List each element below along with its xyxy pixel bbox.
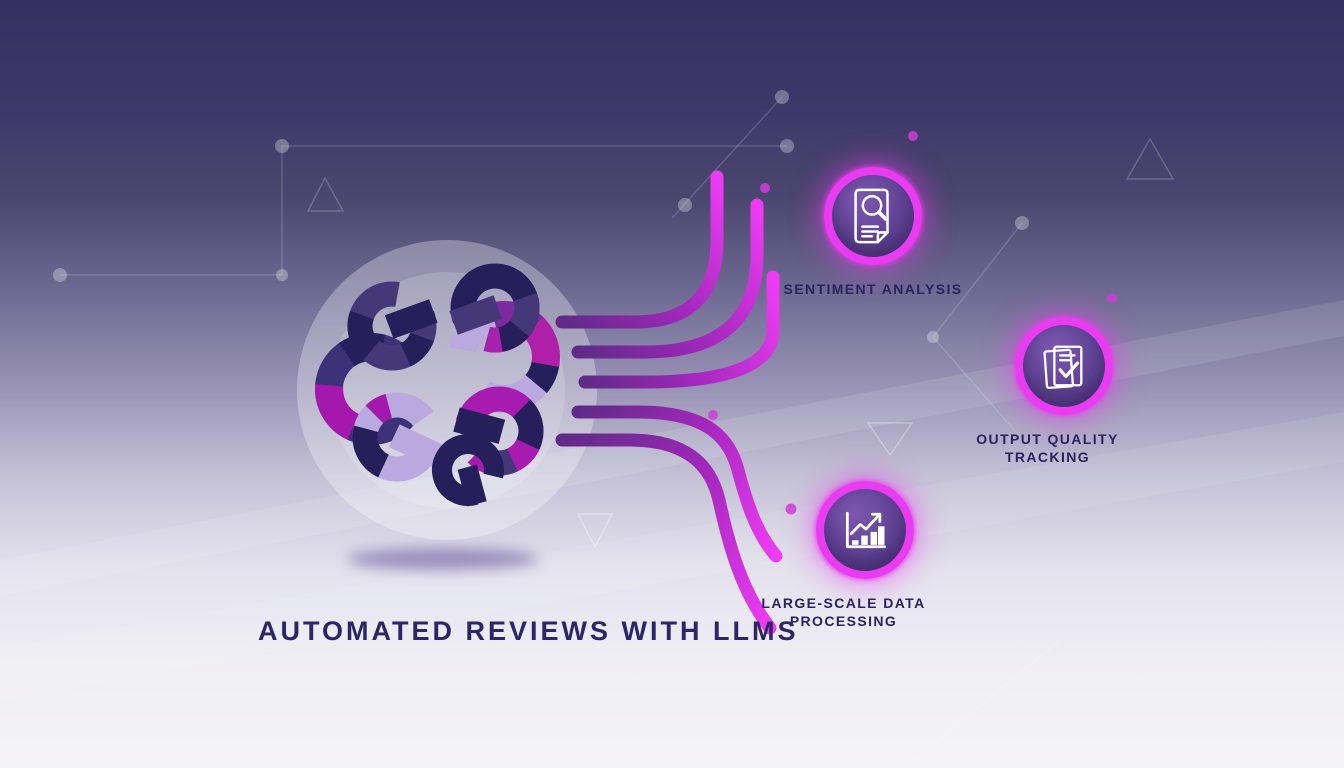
sentiment-analysis-badge: [824, 167, 922, 265]
magenta-accent-dots: [708, 131, 1117, 515]
feature-large-scale-data-processing: LARGE-SCALE DATA PROCESSING: [761, 481, 924, 631]
bar-chart-growth-icon: [845, 511, 886, 549]
output-quality-badge: [1015, 317, 1113, 415]
document-search-icon: [854, 188, 889, 244]
feature-output-quality-tracking: OUTPUT QUALITY TRACKING: [976, 317, 1117, 467]
feature-label: OUTPUT QUALITY TRACKING: [976, 431, 1119, 465]
light-streak: [0, 412, 1344, 700]
flow-lines: [555, 170, 783, 635]
feature-label: SENTIMENT ANALYSIS: [783, 281, 963, 297]
data-processing-badge: [816, 481, 914, 579]
page-title: AUTOMATED REVIEWS WITH LLMS: [258, 616, 799, 646]
interlocked-rings-brain-logo: [315, 263, 560, 507]
feature-label: LARGE-SCALE DATA PROCESSING: [761, 595, 926, 629]
documents-checkmark-icon: [1043, 345, 1083, 390]
decorative-lines: [60, 96, 1061, 768]
decorative-triangles: [306, 137, 1175, 549]
decorative-node-dots: [53, 90, 1029, 343]
logo-shadow: [347, 548, 539, 570]
feature-sentiment-analysis: SENTIMENT ANALYSIS: [768, 167, 978, 299]
